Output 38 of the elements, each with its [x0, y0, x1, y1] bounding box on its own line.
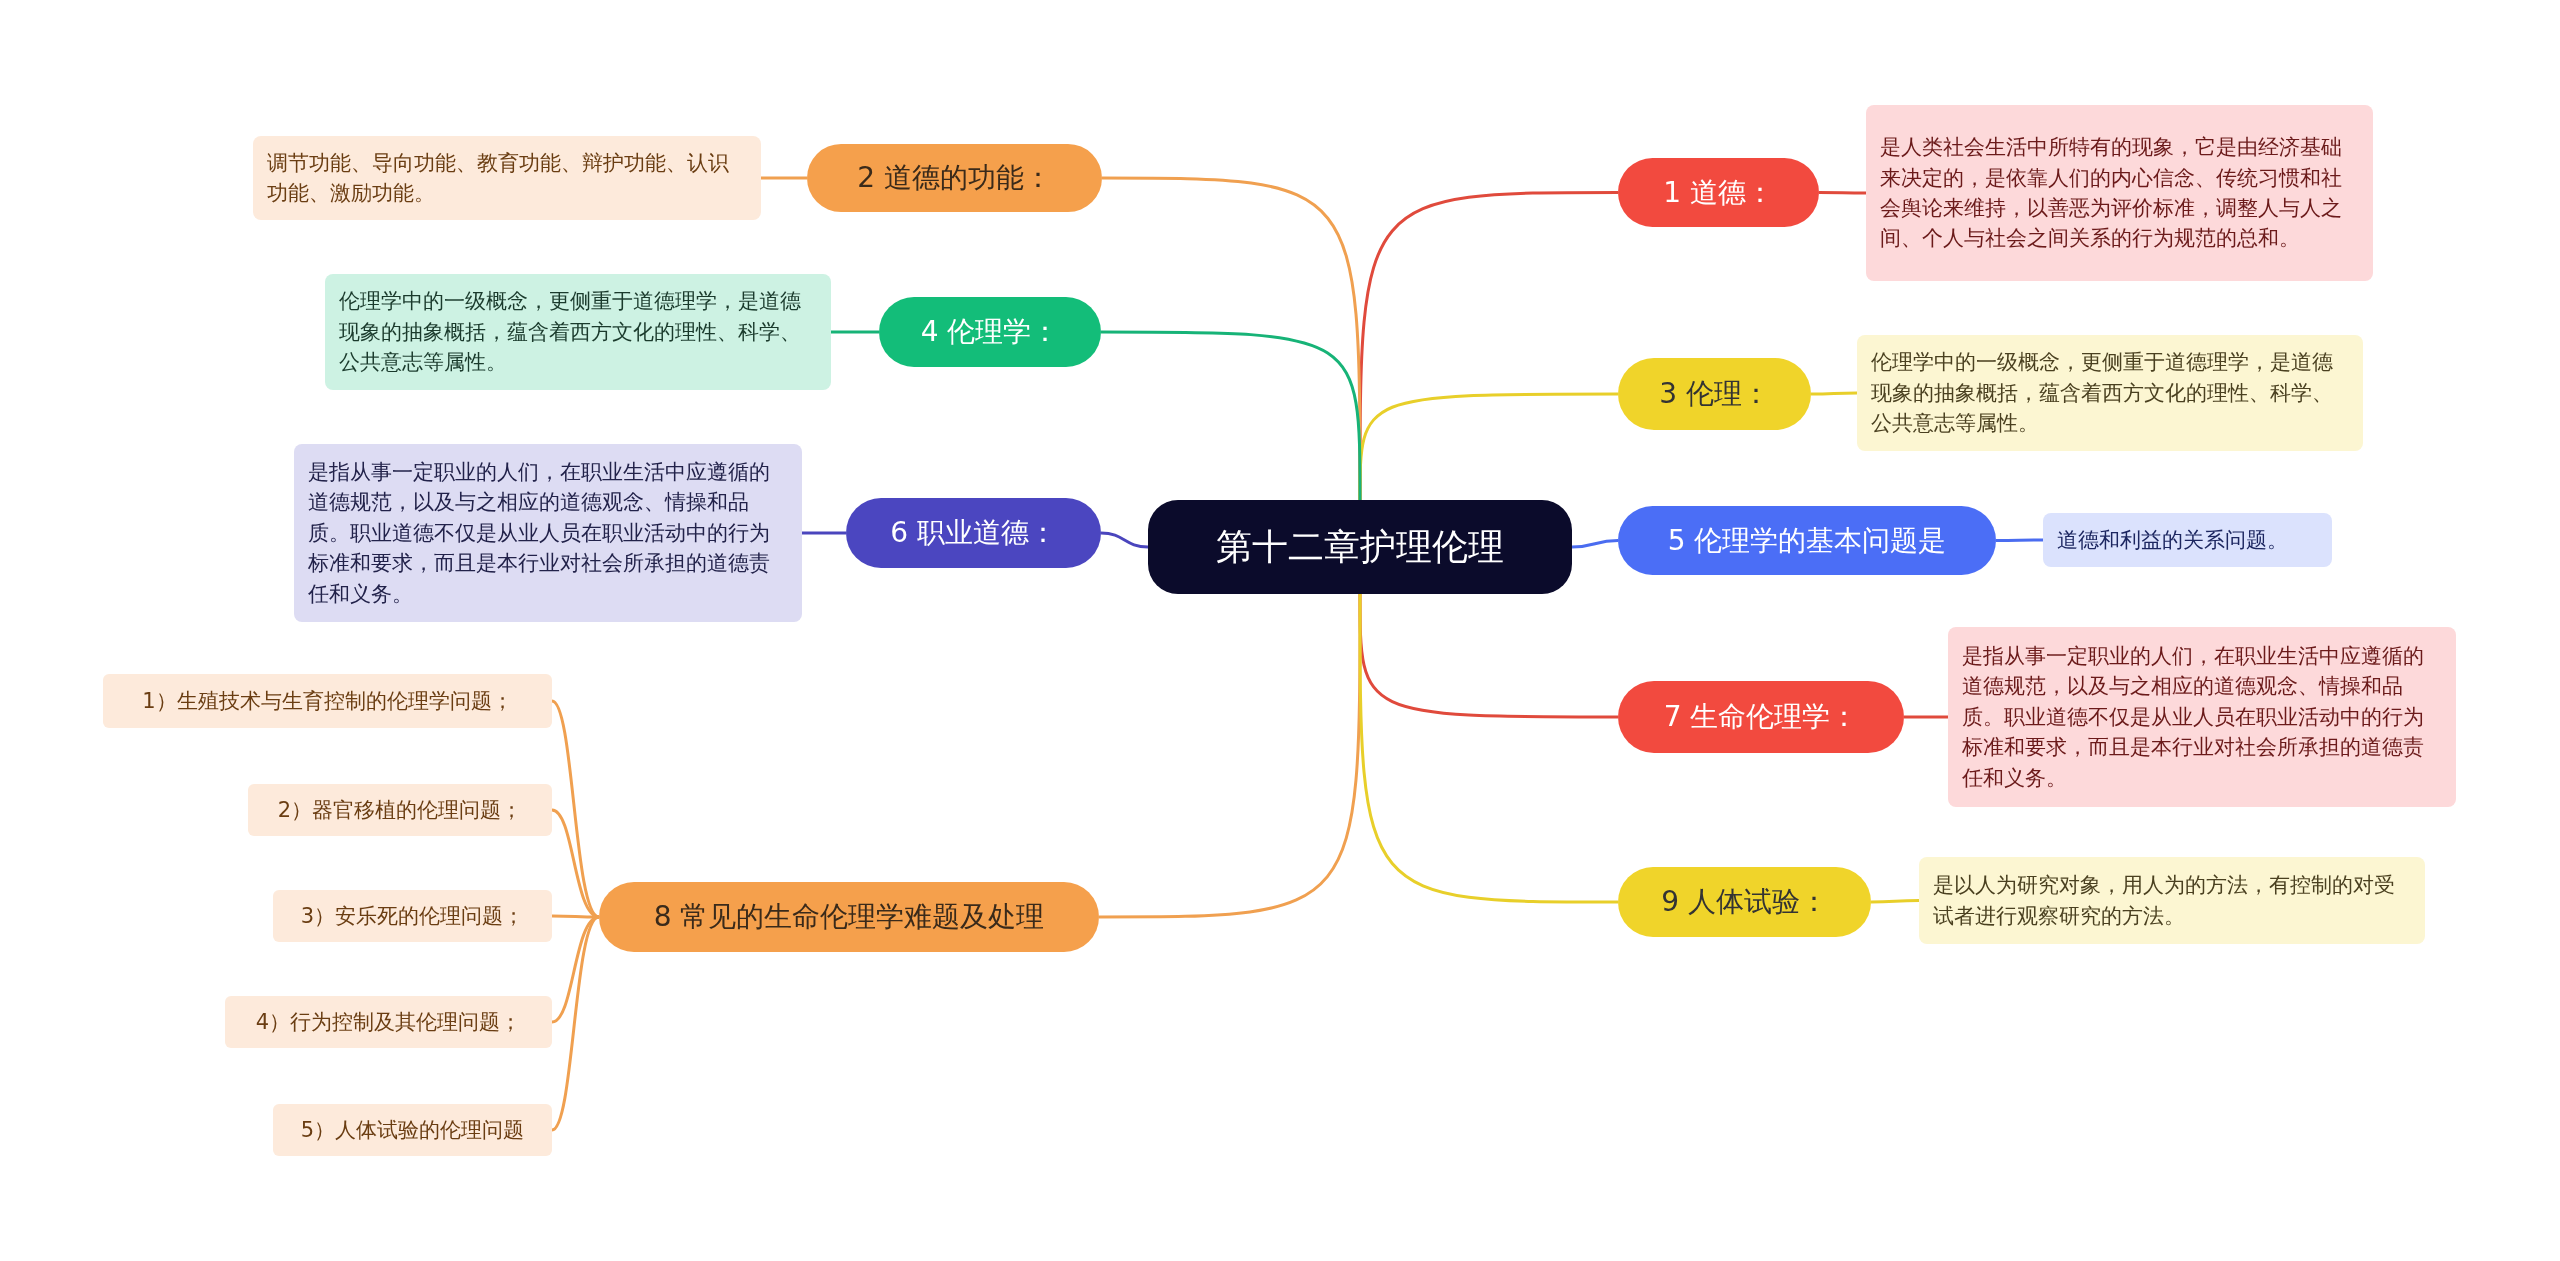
connector-line [1099, 594, 1362, 919]
connector-line [1904, 715, 1948, 719]
connector-line [1996, 538, 2043, 542]
connector-line [831, 330, 879, 334]
connector-line [1358, 594, 1618, 904]
topic-bubble: 9 人体试验： [1618, 867, 1871, 937]
topic-bubble: 7 生命伦理学： [1618, 681, 1904, 753]
connector-line [1101, 330, 1362, 500]
connector-line [802, 531, 846, 535]
note-box: 是指从事一定职业的人们，在职业生活中应遵循的道德规范，以及与之相应的道德观念、情操和品质。职业道德不仅是从业人员在职业活动中的行为标准和要求，而且是本行业对社会所承担的道德责任和义务。 [1948, 627, 2456, 807]
topic-bubble: 3 伦理： [1618, 358, 1811, 430]
topic-bubble: 1 道德： [1618, 158, 1819, 227]
topic-bubble: 8 常见的生命伦理学难题及处理 [599, 882, 1099, 952]
subtopic-box: 4）行为控制及其伦理问题； [225, 996, 552, 1048]
topic-bubble: 5 伦理学的基本问题是 [1618, 506, 1996, 575]
connector-line [1811, 391, 1857, 396]
connector-line [1871, 899, 1919, 904]
connector-line [1819, 191, 1866, 195]
topic-bubble: 6 职业道德： [846, 498, 1101, 568]
connector-line [551, 915, 600, 1132]
note-box: 道德和利益的关系问题。 [2043, 513, 2332, 567]
connector-line [1100, 531, 1149, 549]
note-box: 是指从事一定职业的人们，在职业生活中应遵循的道德规范，以及与之相应的道德观念、情操和品质。职业道德不仅是从业人员在职业活动中的行为标准和要求，而且是本行业对社会所承担的道德责任和义务。 [294, 444, 802, 622]
note-box: 是人类社会生活中所特有的现象，它是由经济基础来决定的，是依靠人们的内心信念、传统习惯和社会舆论来维持，以善恶为评价标准，调整人与人之间、个人与社会之间关系的行为规范的总和。 [1866, 105, 2373, 281]
note-box: 调节功能、导向功能、教育功能、辩护功能、认识功能、激励功能。 [253, 136, 761, 220]
note-box: 伦理学中的一级概念，更侧重于道德理学，是道德现象的抽象概括，蕴含着西方文化的理性、科学、公共意志等属性。 [1857, 335, 2363, 451]
topic-bubble: 2 道德的功能： [807, 144, 1102, 212]
connector-line [1358, 191, 1618, 500]
connector-line [1571, 539, 1619, 549]
subtopic-box: 5）人体试验的伦理问题 [273, 1104, 552, 1156]
subtopic-box: 3）安乐死的伦理问题； [273, 890, 552, 942]
topic-bubble: 4 伦理学： [879, 297, 1101, 367]
connector-line [761, 176, 807, 180]
note-box: 是以人为研究对象，用人为的方法，有控制的对受试者进行观察研究的方法。 [1919, 857, 2425, 944]
note-box: 伦理学中的一级概念，更侧重于道德理学，是道德现象的抽象概括，蕴含着西方文化的理性、科学、公共意志等属性。 [325, 274, 831, 390]
subtopic-box: 2）器官移植的伦理问题； [248, 784, 552, 836]
subtopic-box: 1）生殖技术与生育控制的伦理学问题； [103, 674, 552, 728]
central-topic: 第十二章护理伦理 [1148, 500, 1572, 594]
